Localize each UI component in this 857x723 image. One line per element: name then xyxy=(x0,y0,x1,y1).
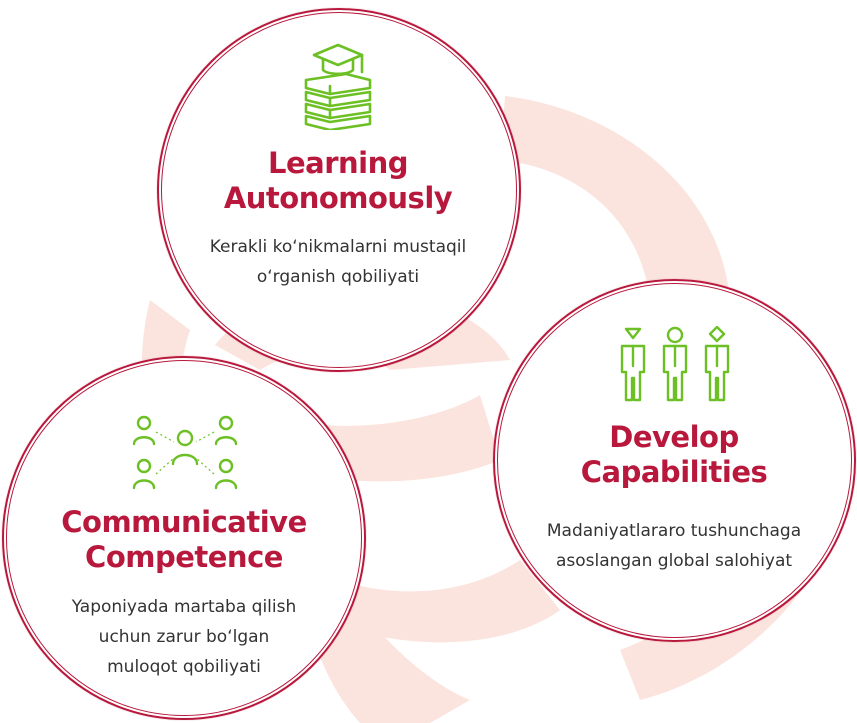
develop-desc-line1: Madaniyatlararo tushunchaga xyxy=(546,521,802,541)
learning-desc-line1: Kerakli ko‘nikmalarni mustaqil xyxy=(209,237,467,257)
develop-title-line1: Develop xyxy=(609,420,739,454)
develop-capabilities-description: Madaniyatlararo tushunchaga asoslangan g… xyxy=(524,516,824,576)
develop-capabilities-circle xyxy=(493,279,856,642)
learning-autonomously-circle xyxy=(157,8,521,372)
develop-title-line2: Capabilities xyxy=(580,455,768,489)
three-people-icon xyxy=(620,326,730,402)
communicative-title-line1: Communicative xyxy=(61,505,307,539)
communicative-competence-title: Communicative Competence xyxy=(14,505,354,575)
books-graduation-cap-icon xyxy=(304,43,372,130)
communicative-desc-line1: Yaponiyada martaba qilish xyxy=(71,597,297,617)
learning-autonomously-description: Kerakli ko‘nikmalarni mustaqil o‘rganish… xyxy=(188,232,488,292)
develop-desc-line2: asoslangan global salohiyat xyxy=(555,551,793,571)
learning-title-line2: Autonomously xyxy=(223,181,453,215)
communicative-title-line2: Competence xyxy=(85,540,283,574)
communicative-desc-line3: muloqot qobiliyati xyxy=(107,657,261,677)
communicative-competence-description: Yaponiyada martaba qilish uchun zarur bo… xyxy=(34,592,334,682)
learning-title-line1: Learning xyxy=(267,146,409,180)
communicative-desc-line2: uchun zarur bo‘lgan xyxy=(98,627,270,647)
communicative-competence-circle xyxy=(2,356,366,720)
people-network-icon xyxy=(132,415,238,490)
learning-desc-line2: o‘rganish qobiliyati xyxy=(256,267,420,287)
learning-autonomously-title: Learning Autonomously xyxy=(188,146,488,216)
develop-capabilities-title: Develop Capabilities xyxy=(524,420,824,490)
